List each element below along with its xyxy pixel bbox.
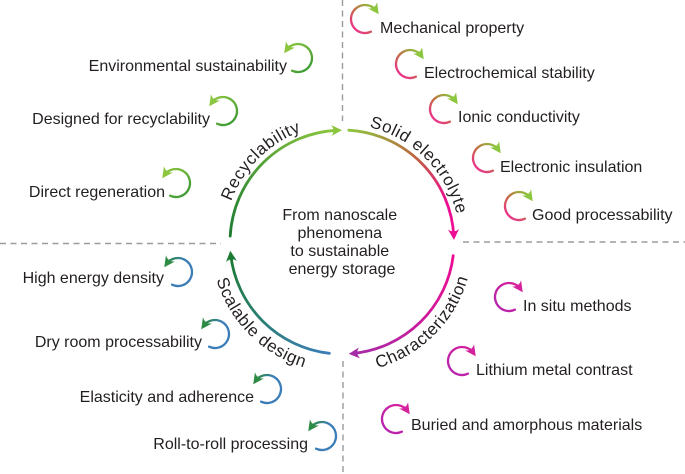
- flow-arc-scalable-design: [225, 250, 331, 355]
- cycle-arrow-icon: [428, 92, 458, 125]
- quadrant-label-recyclability: Recyclability: [217, 117, 303, 203]
- flow-arc-recyclability: [228, 125, 343, 238]
- quadrant-recyclability-items: Environmental sustainability Designed fo…: [29, 41, 314, 201]
- cycle-arrow-icon: [380, 402, 410, 435]
- label-elasticity-and-adherence: Elasticity and adherence: [80, 389, 254, 406]
- cycle-arrow-icon: [446, 344, 476, 377]
- center-line-3: to sustainable: [290, 243, 389, 260]
- cycle-arrow-icon: [201, 317, 231, 350]
- cycle-arrow-icon: [253, 372, 283, 405]
- label-high-energy-density: High energy density: [23, 270, 164, 287]
- quadrant-solid-electrolyte-items: Mechanical property Electrochemical stab…: [349, 2, 673, 224]
- center-statement: From nanoscale phenomena to sustainable …: [282, 207, 401, 278]
- label-roll-to-roll-processing: Roll-to-roll processing: [153, 436, 308, 453]
- label-designed-for-recyclability: Designed for recyclability: [32, 111, 210, 128]
- quadrant-scalable-design-items: High energy density Dry room processabil…: [23, 255, 338, 453]
- cycle-arrow-icon: [493, 280, 523, 313]
- label-environmental-sustainability: Environmental sustainability: [89, 58, 287, 75]
- label-buried-and-amorphous-materials: Buried and amorphous materials: [411, 417, 642, 434]
- label-good-processability: Good processability: [532, 207, 673, 224]
- cycle-arrow-icon: [471, 141, 501, 174]
- center-line-1: From nanoscale: [282, 207, 397, 224]
- cycle-arrow-icon: [394, 47, 424, 80]
- cycle-arrow-icon: [209, 94, 239, 127]
- label-lithium-metal-contrast: Lithium metal contrast: [476, 362, 633, 379]
- quadrant-label-characterization: Characterization: [373, 273, 472, 372]
- flow-arc-characterization: [348, 254, 455, 359]
- main-cycle: [225, 125, 459, 359]
- center-line-4: energy storage: [289, 261, 396, 278]
- label-electronic-insulation: Electronic insulation: [500, 159, 642, 176]
- label-dry-room-processability: Dry room processability: [35, 334, 202, 351]
- cycle-arrow-icon: [164, 255, 194, 288]
- cycle-arrow-icon: [162, 166, 192, 199]
- label-direct-regeneration: Direct regeneration: [29, 184, 165, 201]
- flow-arc-solid-electrolyte: [347, 128, 459, 241]
- quadrant-label-solid-electrolyte: Solid electrolyte: [368, 113, 471, 216]
- cycle-arrow-icon: [503, 189, 533, 222]
- label-mechanical-property: Mechanical property: [380, 20, 524, 37]
- label-ionic-conductivity: Ionic conductivity: [458, 109, 580, 126]
- quadrant-label-scalable-design: Scalable design: [213, 275, 309, 372]
- label-electrochemical-stability: Electrochemical stability: [424, 65, 595, 82]
- center-line-2: phenomena: [298, 225, 383, 242]
- cycle-arrow-icon: [284, 41, 314, 74]
- quadrant-characterization-items: In situ methods Lithium metal contrast B…: [380, 280, 642, 435]
- label-in-situ-methods: In situ methods: [523, 298, 632, 315]
- cycle-arrow-icon: [308, 419, 338, 452]
- cycle-arrow-icon: [349, 2, 379, 35]
